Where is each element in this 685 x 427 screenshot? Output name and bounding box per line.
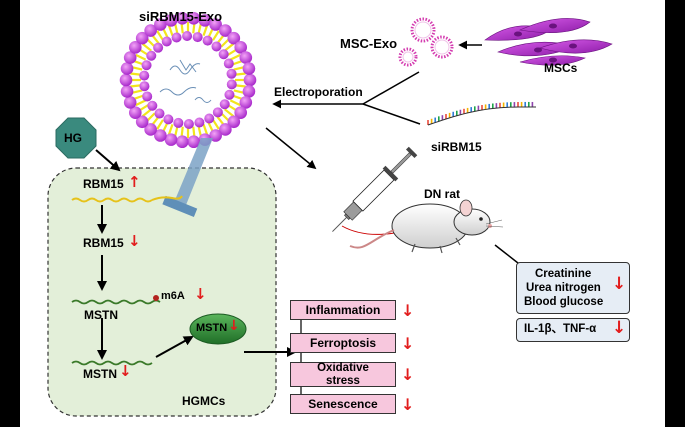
rat-illustration	[349, 199, 504, 254]
serum-markers-box: Creatinine Urea nitrogen Blood glucose	[516, 262, 630, 314]
rbm15-mrna-tail	[151, 195, 183, 201]
sirbm15-exo-label: siRBM15-Exo	[139, 9, 223, 24]
mstn-protein-label: MSTN	[196, 322, 228, 334]
cell-flow-arrows	[97, 205, 297, 360]
sirna-strand	[427, 101, 537, 126]
msc-exo-vesicles	[398, 17, 454, 67]
blood-glucose-label: Blood glucose	[524, 296, 604, 308]
down-arrow-icon: ↓	[612, 318, 627, 338]
diagram-artwork	[47, 11, 613, 417]
cytokines-box: IL-1β、TNF-α	[516, 318, 630, 342]
arrow-hg-to-rbm15	[95, 149, 121, 172]
cytokines-label: IL-1β、TNF-α	[524, 323, 597, 335]
hgmcs-label: HGMCs	[182, 394, 226, 408]
outcome-inflammation: Inflammation	[290, 300, 396, 320]
down-arrow-icon: ↓	[128, 232, 141, 250]
dn-rat-label: DN rat	[424, 187, 461, 201]
outcome-ferroptosis: Ferroptosis	[290, 333, 396, 353]
down-arrow-icon: ↓	[401, 301, 415, 320]
creatinine-label: Creatinine	[535, 268, 592, 280]
diagram-canvas: siRBM15-Exo MSC-Exo MSCs Electroporation…	[20, 0, 665, 427]
urea-nitrogen-label: Urea nitrogen	[526, 282, 601, 294]
down-arrow-icon: ↓	[119, 362, 132, 380]
down-arrow-icon: ↓	[194, 285, 207, 303]
mstn-protein	[189, 313, 247, 345]
msc-cells	[484, 18, 613, 66]
outcome-senescence: Senescence	[290, 394, 396, 414]
down-arrow-icon: ↓	[401, 334, 415, 353]
electroporation-arrows	[272, 71, 421, 125]
mstn-label-2: MSTN	[83, 367, 117, 381]
up-arrow-icon: ↑	[128, 173, 141, 191]
mscs-label: MSCs	[544, 61, 578, 75]
down-arrow-icon: ↓	[228, 318, 240, 334]
msc-exo-label: MSC-Exo	[340, 36, 398, 51]
sirbm15-label: siRBM15	[431, 140, 482, 154]
hg-octagon	[55, 117, 97, 159]
rbm15-mrna-strand	[71, 197, 153, 203]
m6a-mark	[153, 295, 159, 301]
inhibition-arrow	[162, 138, 213, 218]
electroporation-label: Electroporation	[274, 85, 363, 99]
mstn-mrna-strand	[71, 360, 153, 366]
outcome-oxidative-stress: Oxidative stress	[290, 362, 396, 387]
mstn-label-1: MSTN	[84, 308, 118, 322]
down-arrow-icon: ↓	[612, 274, 627, 294]
hg-label: HG	[64, 131, 82, 145]
syringe	[332, 146, 418, 232]
rbm15-down-label: RBM15	[83, 236, 124, 250]
mstn-mrna-methylated	[71, 299, 161, 305]
m6a-label: m6A	[161, 290, 185, 302]
exosome-graphic	[119, 11, 257, 149]
arrow-exo-to-injection	[265, 127, 317, 170]
rbm15-up-label: RBM15	[83, 177, 124, 191]
down-arrow-icon: ↓	[401, 365, 415, 384]
down-arrow-icon: ↓	[401, 395, 415, 414]
